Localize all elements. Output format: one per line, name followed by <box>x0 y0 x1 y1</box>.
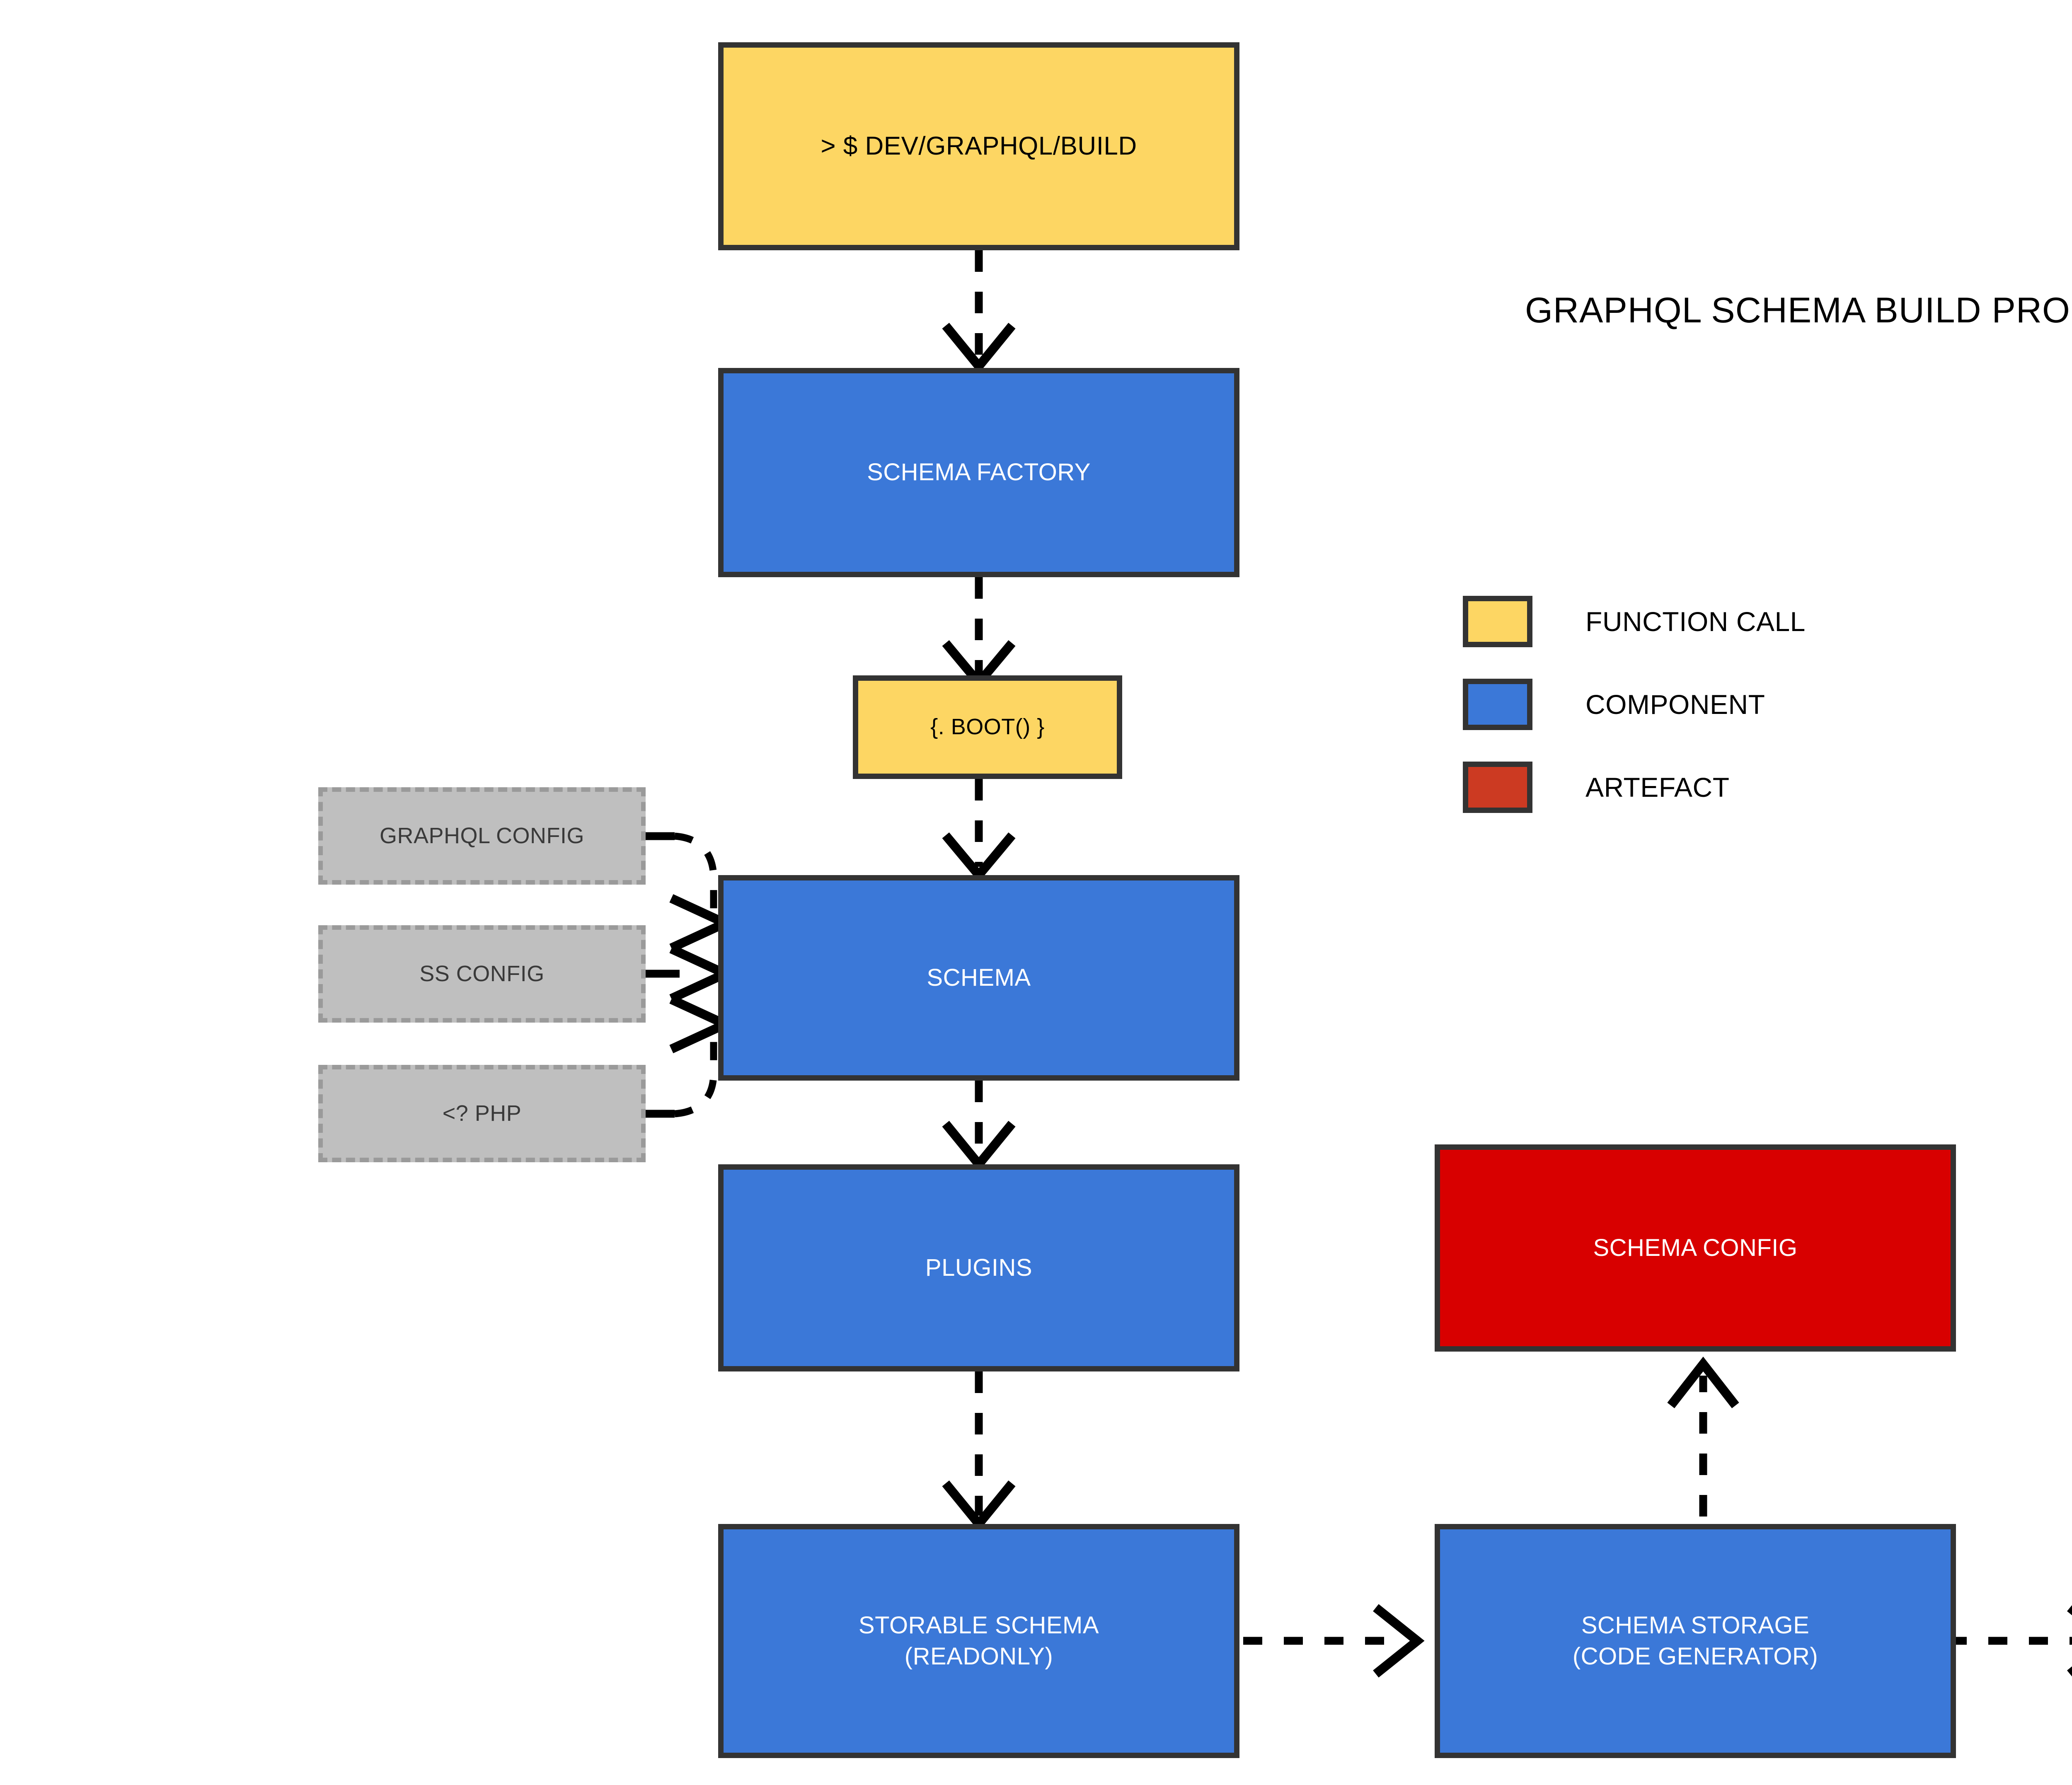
edge-cli-to-schema-factory <box>942 250 1016 374</box>
legend-label-function-call: FUNCTION CALL <box>1585 606 1806 637</box>
node-label: SCHEMA FACTORY <box>867 459 1091 486</box>
node-label: SCHEMA CONFIG <box>1593 1234 1798 1261</box>
node-schema-storage[interactable]: SCHEMA STORAGE (CODE GENERATOR) <box>1435 1524 1956 1758</box>
node-label: SCHEMA <box>927 964 1031 991</box>
legend-item-component: COMPONENT <box>1463 663 1806 746</box>
node-label: {. BOOT() } <box>930 714 1045 740</box>
node-php-config[interactable]: <? PHP <box>318 1065 646 1162</box>
edge-boot-to-schema <box>942 779 1016 883</box>
edge-plugins-to-storable-schema <box>942 1371 1016 1531</box>
node-label-line2: (READONLY) <box>904 1642 1053 1670</box>
node-graphql-config[interactable]: GRAPHQL CONFIG <box>318 787 646 885</box>
node-cli-command[interactable]: > $ DEV/GRAPHQL/BUILD <box>718 42 1239 250</box>
legend-label-artefact: ARTEFACT <box>1585 772 1730 803</box>
node-label: PLUGINS <box>925 1254 1033 1281</box>
node-label: > $ DEV/GRAPHQL/BUILD <box>821 132 1137 161</box>
edge-graphql-config-to-schema <box>643 832 736 952</box>
node-ss-config[interactable]: SS CONFIG <box>318 925 646 1023</box>
node-boot-call[interactable]: {. BOOT() } <box>853 675 1122 779</box>
node-storable-schema[interactable]: STORABLE SCHEMA (READONLY) <box>718 1524 1239 1758</box>
edge-php-config-to-schema <box>643 995 736 1118</box>
edge-ss-config-to-schema <box>643 945 736 1003</box>
node-plugins[interactable]: PLUGINS <box>718 1164 1239 1371</box>
edge-storable-schema-to-schema-storage <box>1243 1604 1425 1678</box>
legend-swatch-artefact <box>1463 762 1532 813</box>
node-label: SS CONFIG <box>419 961 545 986</box>
legend-item-artefact: ARTEFACT <box>1463 746 1806 829</box>
node-label-line1: SCHEMA STORAGE <box>1581 1612 1810 1639</box>
legend: FUNCTION CALL COMPONENT ARTEFACT <box>1463 580 1806 829</box>
node-label-line1: STORABLE SCHEMA <box>858 1612 1099 1639</box>
node-schema[interactable]: SCHEMA <box>718 875 1239 1081</box>
node-schema-config[interactable]: SCHEMA CONFIG <box>1435 1144 1956 1352</box>
diagram-title: GRAPHQL SCHEMA BUILD PROCESS <box>1525 290 2072 330</box>
edge-schema-to-plugins <box>942 1081 1016 1172</box>
edge-schema-factory-to-boot <box>942 577 1016 690</box>
legend-swatch-function-call <box>1463 596 1532 647</box>
node-label: GRAPHQL CONFIG <box>379 823 585 848</box>
node-schema-factory[interactable]: SCHEMA FACTORY <box>718 368 1239 577</box>
edge-schema-storage-to-graphql-schema <box>1948 1605 2072 1677</box>
legend-item-function-call: FUNCTION CALL <box>1463 580 1806 663</box>
legend-swatch-component <box>1463 679 1532 730</box>
node-label-line2: (CODE GENERATOR) <box>1572 1642 1818 1670</box>
edge-schema-storage-to-schema-config <box>1667 1357 1739 1517</box>
legend-label-component: COMPONENT <box>1585 689 1765 720</box>
node-label: <? PHP <box>442 1101 522 1126</box>
